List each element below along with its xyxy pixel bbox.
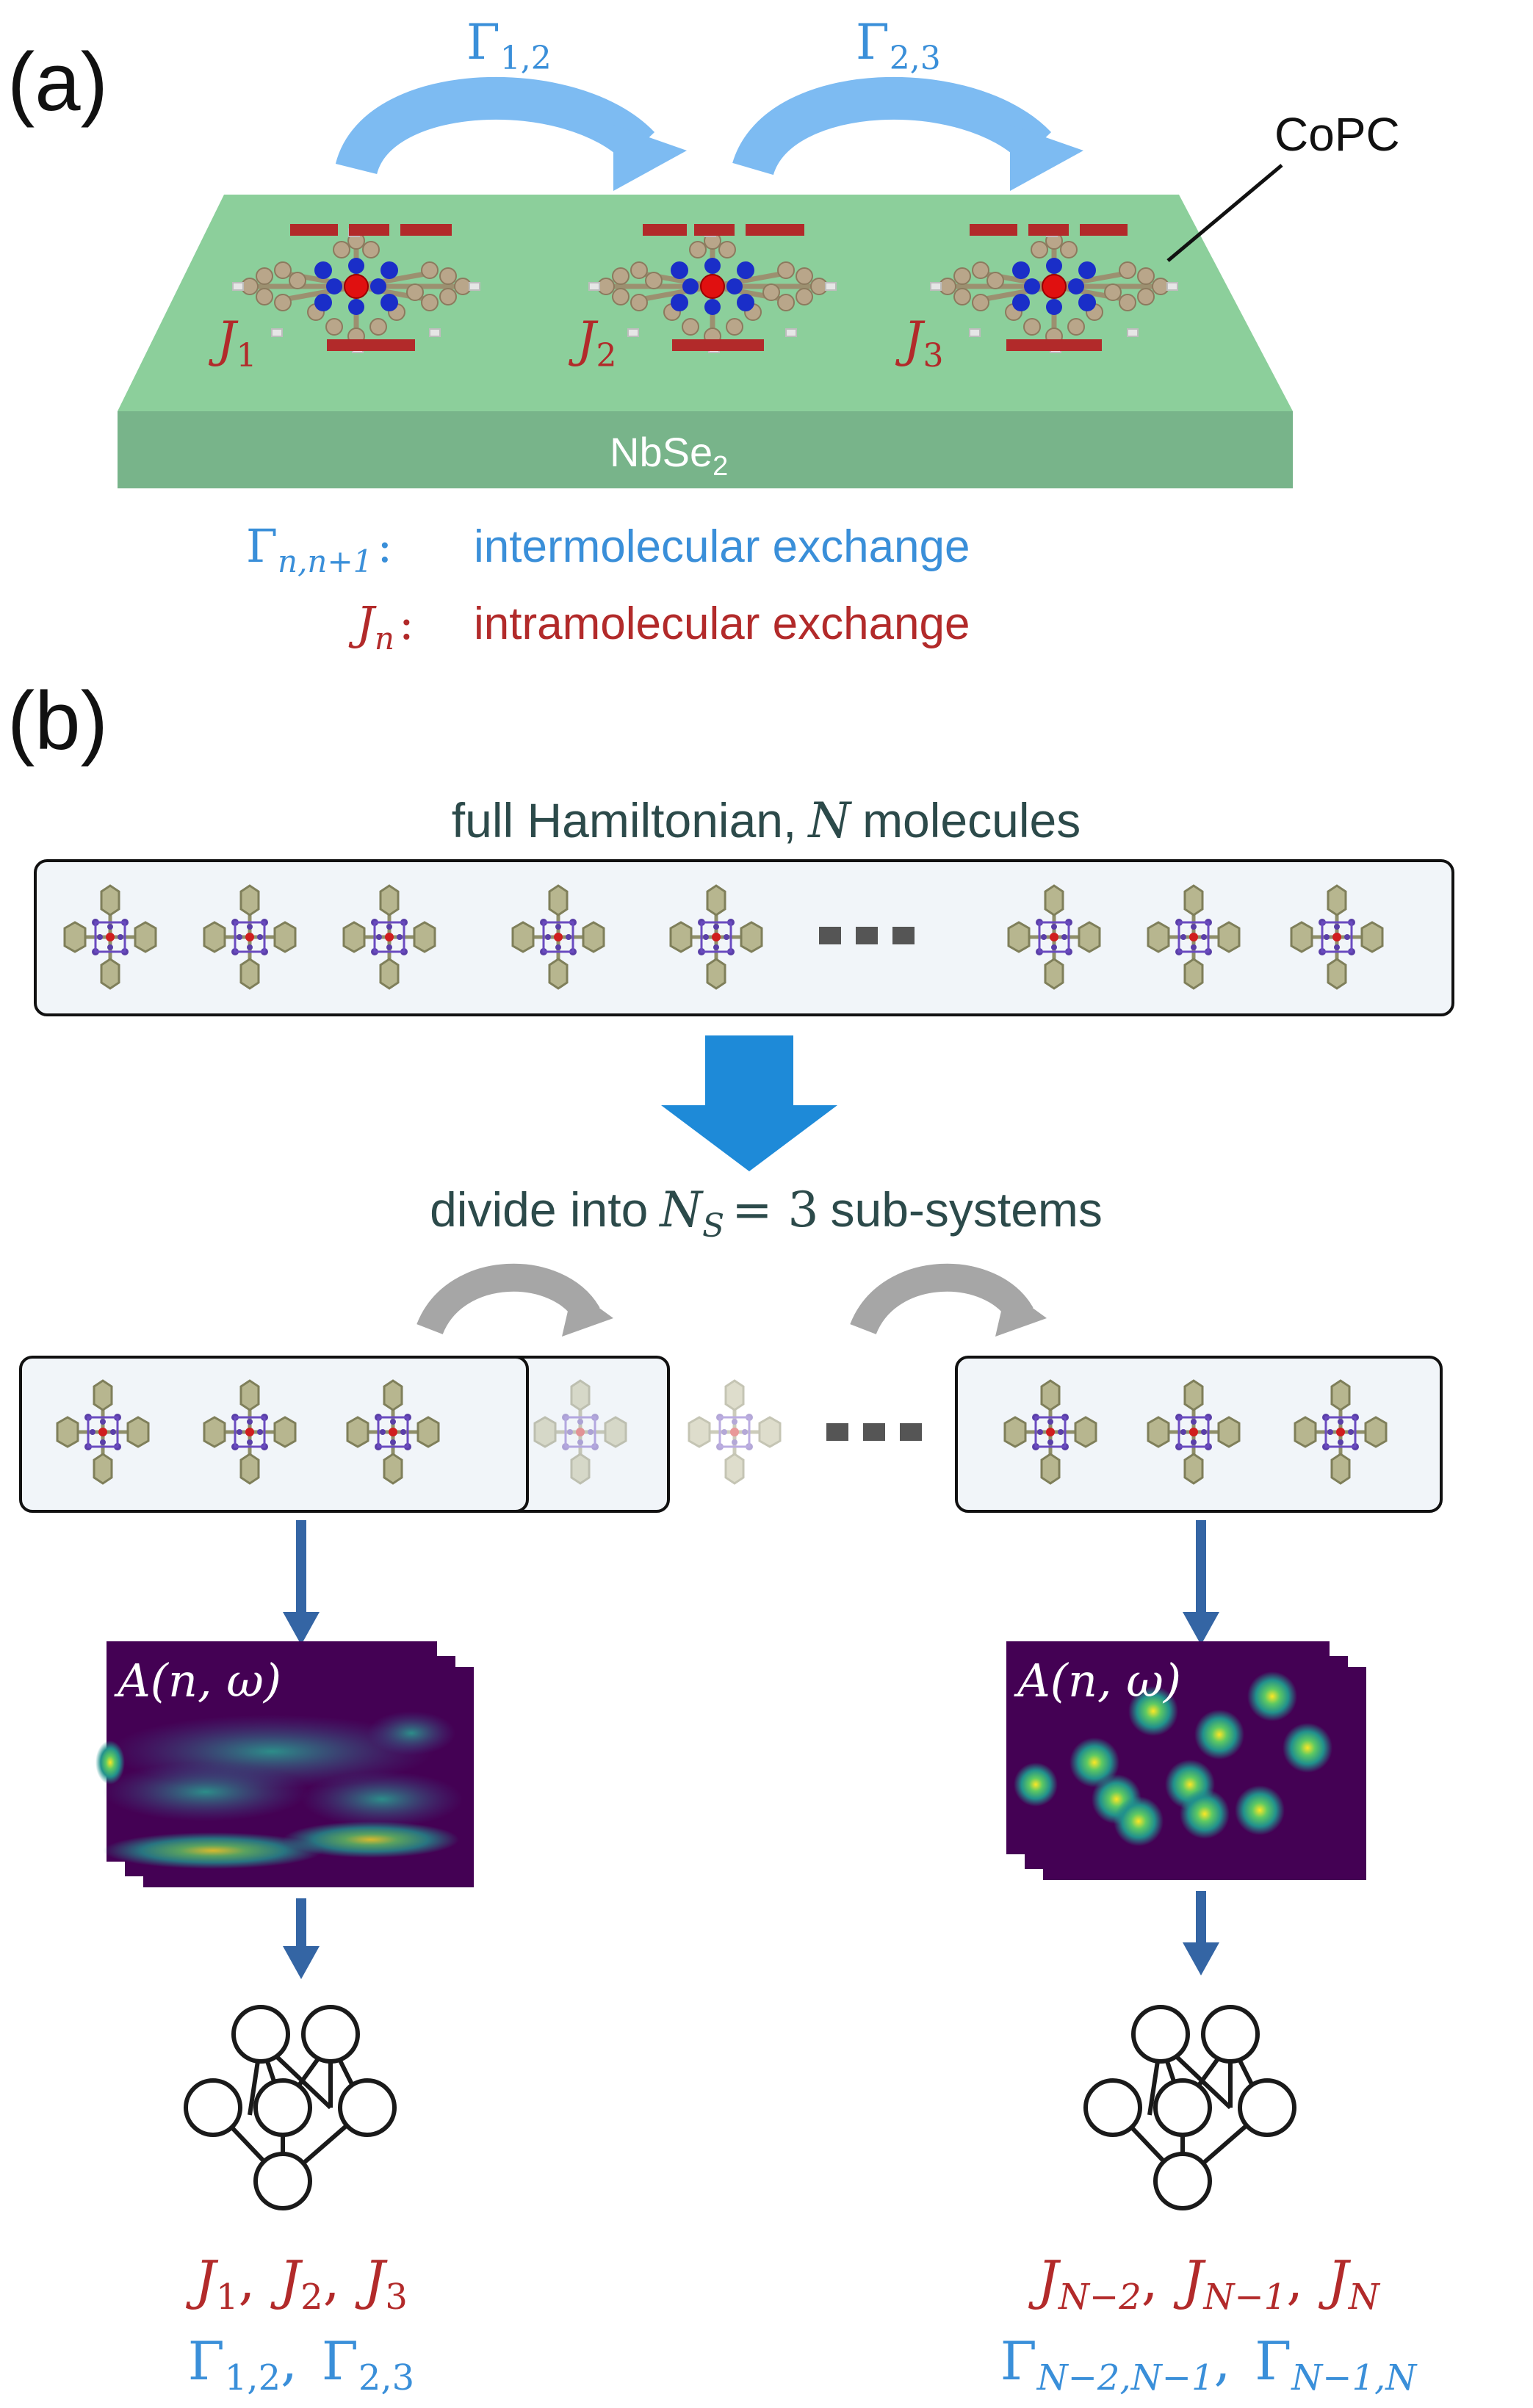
ellipsis-icon bbox=[819, 927, 915, 944]
spectral-label-right: A(n, ω) bbox=[1014, 1654, 1181, 1707]
legend-gamma-symbol: Γn,n+1: bbox=[246, 519, 392, 579]
molecule-1 bbox=[233, 224, 480, 352]
divide-down-arrow-icon bbox=[661, 1035, 837, 1171]
neural-network-right-icon bbox=[1083, 2005, 1296, 2210]
spectral-stack-left bbox=[95, 1641, 474, 1887]
arrow-to-spectrum-left-icon bbox=[283, 1520, 320, 1645]
legend-gamma-desc: intermolecular exchange bbox=[474, 521, 970, 572]
arrow-to-nn-left-icon bbox=[283, 1898, 320, 1979]
shift-arrow-left-icon bbox=[416, 1263, 613, 1337]
legend-j-symbol: Jn: bbox=[348, 596, 414, 657]
spectral-label-left: A(n, ω) bbox=[114, 1654, 281, 1707]
ellipsis-icon bbox=[826, 1423, 922, 1441]
output-j-left: J1, J2, J3 bbox=[185, 2249, 408, 2318]
copc-label: CoPC bbox=[1274, 108, 1400, 161]
panel-b-label: (b) bbox=[7, 675, 108, 767]
gamma-12-arrow-icon bbox=[335, 76, 687, 191]
molecule-3 bbox=[931, 224, 1177, 352]
copc-pointer-line bbox=[1166, 164, 1283, 262]
molecule-2 bbox=[589, 224, 836, 352]
output-gamma-left: Γ1,2, Γ2,3 bbox=[188, 2330, 414, 2398]
gamma-12-label: Γ1,2 bbox=[466, 14, 552, 77]
shift-arrow-right-icon bbox=[850, 1263, 1047, 1337]
gamma-23-arrow-icon bbox=[732, 76, 1083, 191]
legend-j-desc: intramolecular exchange bbox=[474, 599, 970, 649]
gamma-23-label: Γ2,3 bbox=[856, 14, 941, 77]
panel-a-label: (a) bbox=[7, 36, 108, 128]
output-j-right: JN−2, JN−1, JN bbox=[1028, 2249, 1381, 2318]
subsystem-box-last bbox=[955, 1356, 1443, 1513]
neural-network-left-icon bbox=[184, 2005, 397, 2210]
nbse2-substrate bbox=[118, 195, 1293, 488]
substrate-label: NbSe2 bbox=[610, 429, 728, 482]
arrow-to-nn-right-icon bbox=[1183, 1891, 1219, 1975]
spectral-stack-right bbox=[1006, 1641, 1366, 1880]
output-gamma-right: ΓN−2,N−1, ΓN−1,N bbox=[1000, 2330, 1418, 2398]
arrow-to-spectrum-right-icon bbox=[1183, 1520, 1219, 1645]
